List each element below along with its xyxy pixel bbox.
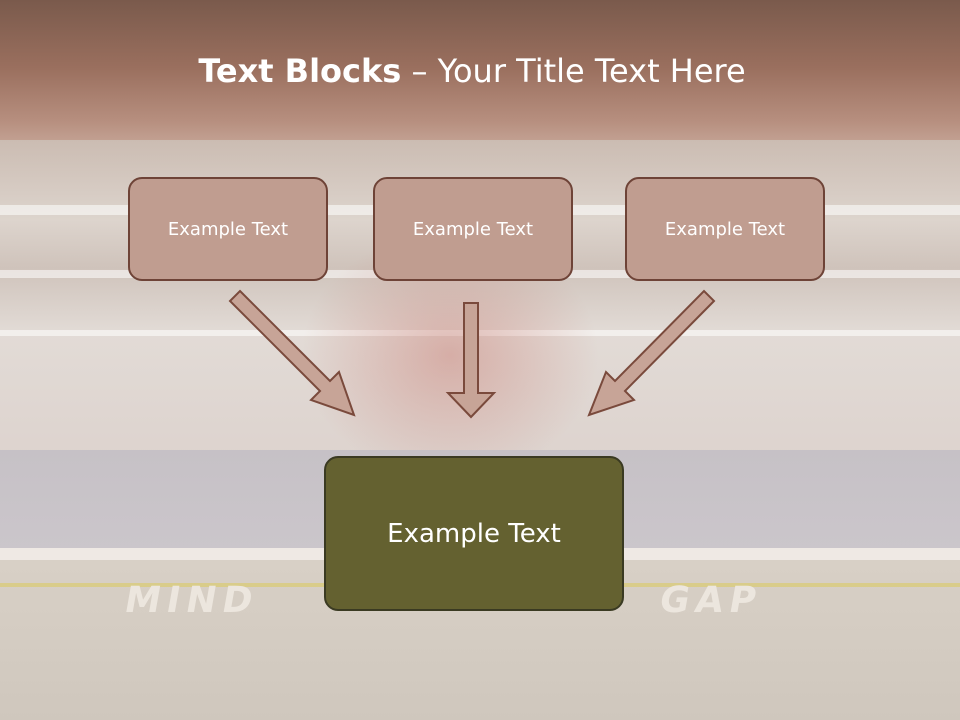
background-light-streak [0, 330, 960, 336]
title-rest: – Your Title Text Here [401, 52, 746, 90]
arrow-left-diagonal [228, 289, 356, 417]
slide-title: Text Blocks – Your Title Text Here [0, 52, 944, 90]
title-bold: Text Blocks [198, 52, 402, 90]
text-block-middle: Example Text [373, 177, 573, 281]
arrow-right-diagonal [587, 289, 716, 417]
text-block-left: Example Text [128, 177, 328, 281]
text-block-result: Example Text [324, 456, 624, 611]
arrow-center-down [445, 302, 497, 419]
text-block-right: Example Text [625, 177, 825, 281]
background-ceiling [0, 0, 960, 150]
